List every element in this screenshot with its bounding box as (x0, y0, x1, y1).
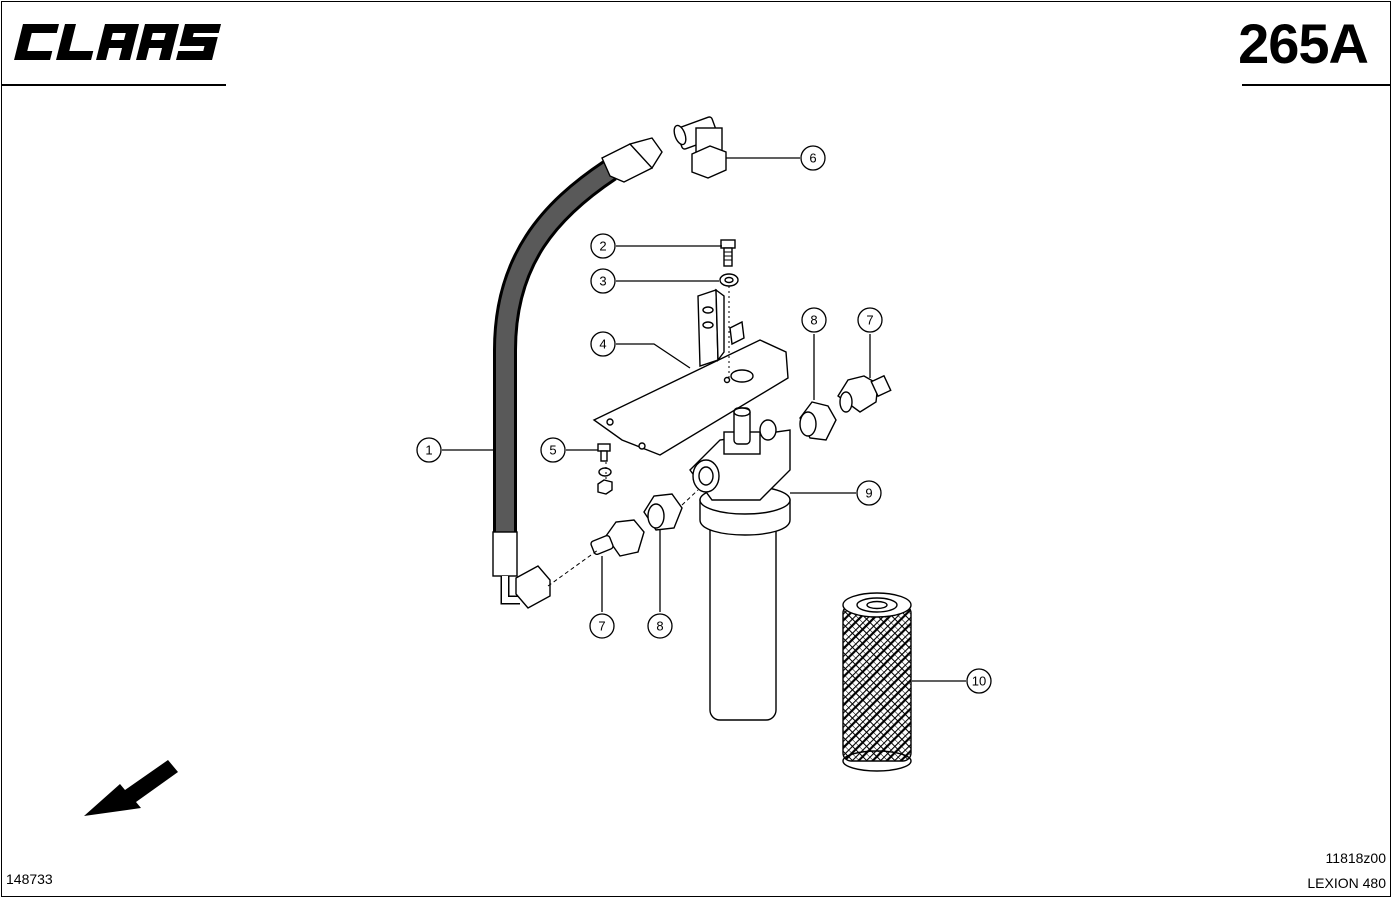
svg-text:5: 5 (549, 443, 556, 458)
filter-housing-part-9 (689, 407, 791, 721)
filter-element-part-10 (842, 592, 912, 772)
svg-text:10: 10 (972, 674, 986, 689)
union-part-8-lower (643, 493, 683, 531)
svg-text:7: 7 (866, 313, 873, 328)
callout-2: 2 (590, 233, 616, 259)
svg-text:7: 7 (598, 619, 605, 634)
washer-part-3 (719, 273, 739, 287)
callout-7-upper: 7 (857, 307, 883, 333)
svg-text:9: 9 (865, 486, 872, 501)
svg-text:8: 8 (656, 619, 663, 634)
svg-text:2: 2 (599, 239, 606, 254)
svg-text:1: 1 (425, 443, 432, 458)
direction-arrow-icon (84, 760, 178, 816)
callout-6: 6 (800, 145, 826, 171)
adapter-part-7-upper (837, 374, 892, 413)
drawing-number: 148733 (6, 871, 53, 887)
union-part-8-upper (799, 401, 837, 441)
hose-part-1 (492, 137, 663, 609)
callout-8-lower: 8 (647, 613, 673, 639)
model-name: LEXION 480 (1307, 875, 1386, 891)
logo-underline (2, 84, 226, 86)
claas-logo (14, 24, 222, 60)
elbow-fitting-part-6 (673, 116, 727, 179)
svg-text:4: 4 (599, 337, 606, 352)
page-code-underline (1242, 84, 1390, 86)
footer-info: 11818z00 LEXION 480 (1307, 846, 1386, 896)
callout-5: 5 (540, 437, 566, 463)
callout-3: 3 (590, 268, 616, 294)
svg-text:8: 8 (810, 313, 817, 328)
svg-text:6: 6 (809, 151, 816, 166)
callout-9: 9 (856, 480, 882, 506)
callout-7-lower: 7 (589, 613, 615, 639)
adapter-part-7-lower (590, 519, 645, 557)
callout-10: 10 (966, 668, 992, 694)
callout-leaders (442, 157, 966, 682)
bolt-part-2 (720, 239, 736, 267)
figure-code: 11818z00 (1325, 850, 1386, 866)
page-code: 265A (1238, 12, 1369, 75)
bracket-part-4 (592, 286, 789, 456)
callout-4: 4 (590, 331, 616, 357)
bolt-washer-nut-part-5 (597, 443, 613, 495)
callout-8-upper: 8 (801, 307, 827, 333)
svg-text:3: 3 (599, 274, 606, 289)
assembly-lines (547, 462, 699, 587)
callout-1: 1 (416, 437, 442, 463)
